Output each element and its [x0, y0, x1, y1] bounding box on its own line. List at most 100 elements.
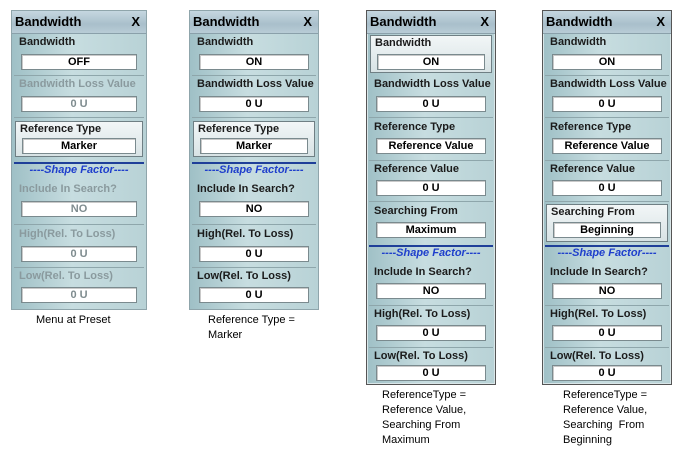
include-search-field[interactable]: NO — [552, 283, 662, 299]
reference-type-field[interactable]: Marker — [200, 138, 308, 154]
bandwidth-group: Bandwidth ON — [370, 35, 492, 73]
reference-type-field[interactable]: Marker — [22, 138, 136, 154]
reference-type-label: Reference Type — [550, 121, 632, 133]
searching-from-label: Searching From — [374, 205, 458, 217]
bandwidth-group: Bandwidth ON — [193, 35, 315, 75]
divider — [545, 75, 669, 76]
reference-type-field[interactable]: Reference Value — [552, 138, 662, 154]
high-group: High(Rel. To Loss) 0 U — [370, 307, 492, 347]
bandwidth-label: Bandwidth — [375, 37, 432, 49]
loss-value-group: Bandwidth Loss Value 0 U — [546, 77, 668, 117]
caption-line: Reference Value, — [382, 404, 467, 416]
bandwidth-toggle[interactable]: OFF — [21, 54, 137, 70]
include-search-field[interactable]: NO — [376, 283, 486, 299]
low-field[interactable]: 0 U — [552, 365, 662, 381]
reference-type-group: Reference Type Marker — [15, 121, 143, 157]
bandwidth-menu-beginning: Bandwidth X Bandwidth ON Bandwidth Loss … — [542, 10, 672, 385]
include-search-label: Include In Search? — [374, 266, 472, 278]
reference-type-label: Reference Type — [374, 121, 456, 133]
divider — [545, 160, 669, 161]
title-bar: Bandwidth X — [543, 11, 671, 34]
reference-type-group: Reference Type Marker — [193, 121, 315, 157]
caption-line: ReferenceType = — [382, 389, 467, 401]
divider — [14, 224, 144, 225]
reference-type-group: Reference Type Reference Value — [370, 120, 492, 160]
bandwidth-menu-preset: Bandwidth X Bandwidth OFF Bandwidth Loss… — [11, 10, 147, 310]
divider — [192, 267, 316, 268]
loss-value-group: Bandwidth Loss Value 0 U — [15, 77, 143, 117]
divider — [192, 224, 316, 225]
caption-line: Searching From — [563, 419, 645, 431]
reference-type-field[interactable]: Reference Value — [376, 138, 486, 154]
divider — [545, 117, 669, 118]
caption-line: Searching From — [382, 419, 461, 431]
include-search-group: Include In Search? NO — [546, 265, 668, 305]
divider — [192, 117, 316, 118]
loss-value-label: Bandwidth Loss Value — [550, 78, 667, 90]
close-button[interactable]: X — [656, 14, 665, 29]
close-button[interactable]: X — [480, 14, 489, 29]
low-group: Low(Rel. To Loss) 0 U — [15, 269, 143, 309]
caption-preset: Menu at Preset — [36, 314, 111, 326]
low-field[interactable]: 0 U — [21, 287, 137, 303]
bandwidth-menu-maximum: Bandwidth X Bandwidth ON Bandwidth Loss … — [366, 10, 496, 385]
bandwidth-toggle[interactable]: ON — [199, 54, 309, 70]
caption-line: Beginning — [563, 434, 612, 446]
divider — [369, 201, 493, 202]
searching-from-group: Searching From Beginning — [546, 204, 668, 242]
panel-title: Bandwidth — [546, 14, 613, 29]
loss-value-field[interactable]: 0 U — [376, 96, 486, 112]
divider — [545, 201, 669, 202]
high-group: High(Rel. To Loss) 0 U — [546, 307, 668, 347]
divider — [369, 160, 493, 161]
loss-value-group: Bandwidth Loss Value 0 U — [193, 77, 315, 117]
panel-title: Bandwidth — [370, 14, 437, 29]
include-search-group: Include In Search? NO — [193, 182, 315, 222]
low-field[interactable]: 0 U — [199, 287, 309, 303]
high-field[interactable]: 0 U — [552, 325, 662, 341]
include-search-field[interactable]: NO — [21, 201, 137, 217]
include-search-label: Include In Search? — [197, 183, 295, 195]
low-label: Low(Rel. To Loss) — [19, 270, 113, 282]
caption-beginning: ReferenceType = Reference Value, Searchi… — [563, 388, 647, 448]
bandwidth-group: Bandwidth ON — [546, 35, 668, 75]
divider — [369, 117, 493, 118]
searching-from-field[interactable]: Beginning — [553, 222, 661, 238]
loss-value-label: Bandwidth Loss Value — [19, 78, 136, 90]
low-label: Low(Rel. To Loss) — [197, 270, 291, 282]
loss-value-field[interactable]: 0 U — [199, 96, 309, 112]
title-bar: Bandwidth X — [12, 11, 146, 34]
panel-title: Bandwidth — [15, 14, 82, 29]
low-field[interactable]: 0 U — [376, 365, 486, 381]
low-label: Low(Rel. To Loss) — [374, 350, 468, 362]
reference-value-label: Reference Value — [550, 163, 635, 175]
low-group: Low(Rel. To Loss) 0 U — [370, 349, 492, 385]
searching-from-label: Searching From — [551, 206, 635, 218]
high-field[interactable]: 0 U — [21, 246, 137, 262]
reference-value-field[interactable]: 0 U — [376, 180, 486, 196]
title-bar: Bandwidth X — [367, 11, 495, 34]
close-button[interactable]: X — [303, 14, 312, 29]
bandwidth-toggle[interactable]: ON — [552, 54, 662, 70]
include-search-label: Include In Search? — [550, 266, 648, 278]
loss-value-label: Bandwidth Loss Value — [197, 78, 314, 90]
bandwidth-toggle[interactable]: ON — [377, 54, 485, 70]
searching-from-field[interactable]: Maximum — [376, 222, 486, 238]
loss-value-field[interactable]: 0 U — [552, 96, 662, 112]
shape-factor-header: ----Shape Factor---- — [14, 162, 144, 176]
divider — [545, 305, 669, 306]
divider — [14, 267, 144, 268]
high-field[interactable]: 0 U — [199, 246, 309, 262]
caption-line: Maximum — [382, 434, 430, 446]
include-search-field[interactable]: NO — [199, 201, 309, 217]
loss-value-field[interactable]: 0 U — [21, 96, 137, 112]
high-label: High(Rel. To Loss) — [374, 308, 471, 320]
reference-value-field[interactable]: 0 U — [552, 180, 662, 196]
reference-type-label: Reference Type — [198, 123, 280, 135]
divider — [369, 305, 493, 306]
high-field[interactable]: 0 U — [376, 325, 486, 341]
low-label: Low(Rel. To Loss) — [550, 350, 644, 362]
close-button[interactable]: X — [131, 14, 140, 29]
bandwidth-menu-marker: Bandwidth X Bandwidth ON Bandwidth Loss … — [189, 10, 319, 310]
low-group: Low(Rel. To Loss) 0 U — [193, 269, 315, 309]
